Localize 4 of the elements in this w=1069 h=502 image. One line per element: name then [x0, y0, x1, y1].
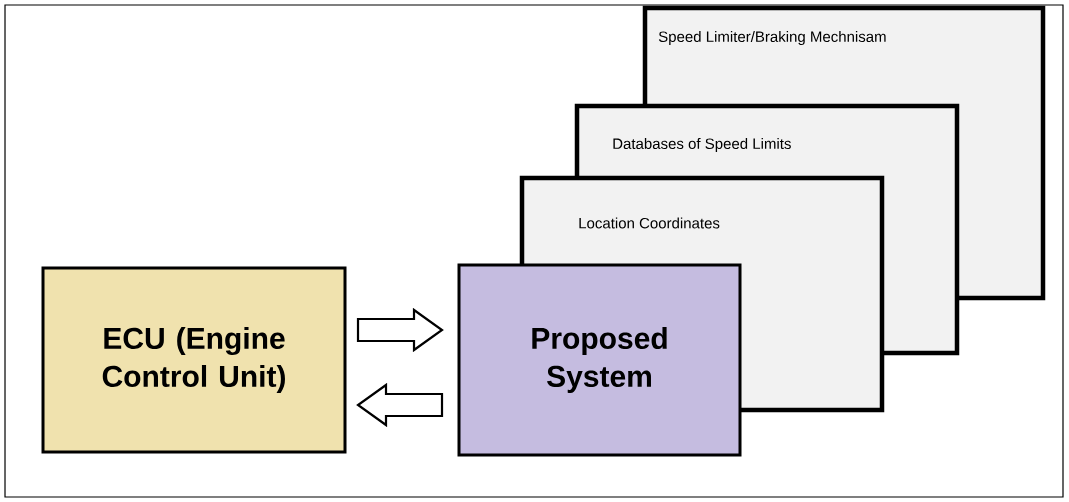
system-box: Proposed System: [457, 263, 742, 457]
block-arrow: [356, 382, 444, 428]
system-box: ECU (Engine Control Unit): [41, 266, 347, 454]
block-arrow: [356, 307, 444, 353]
